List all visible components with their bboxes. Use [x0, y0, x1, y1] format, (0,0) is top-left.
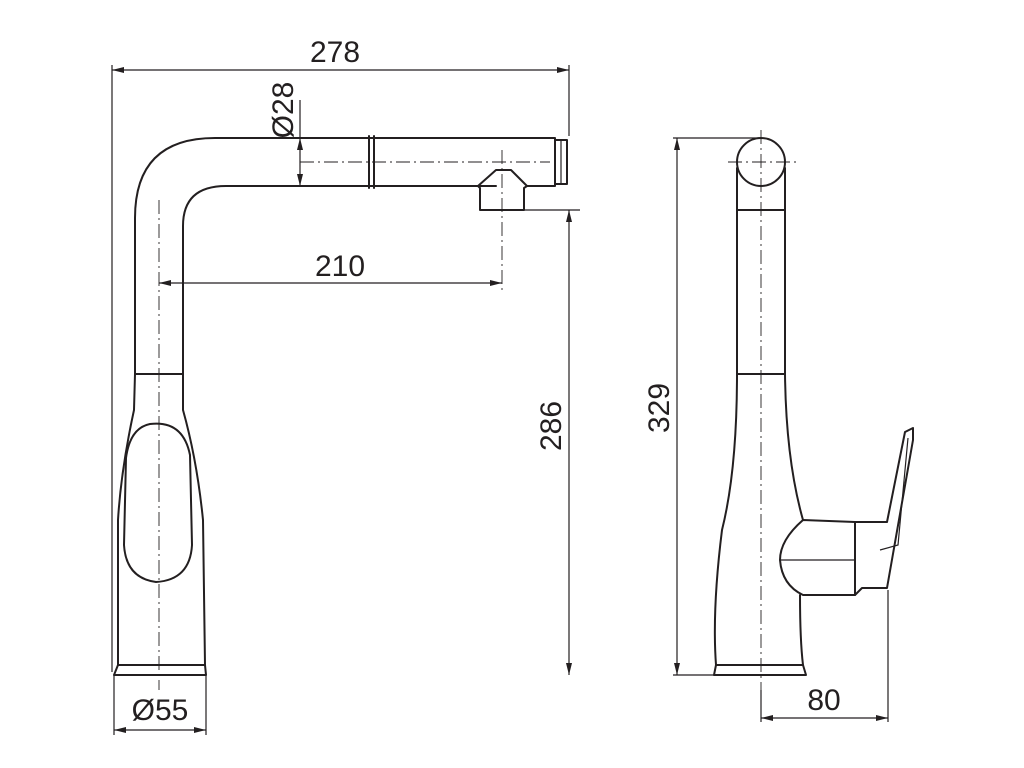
- dim-pipe-diameter: Ø28: [267, 82, 300, 139]
- front-spout-inner: [182, 185, 373, 375]
- side-lever-inner: [879, 437, 909, 551]
- dim-side-depth: 80: [807, 684, 840, 717]
- front-aerator: [477, 169, 528, 211]
- dim-spout-reach: 210: [315, 250, 365, 283]
- front-body-outer: [117, 373, 206, 666]
- dim-total-height: 329: [643, 383, 676, 433]
- front-spout-outer: [134, 137, 373, 375]
- side-cartridge: [779, 519, 856, 596]
- dim-spout-height: 286: [535, 401, 568, 451]
- side-lever: [854, 427, 914, 596]
- dim-overall-width: 278: [310, 36, 360, 69]
- dimension-lines: [111, 65, 889, 735]
- side-view: [713, 130, 914, 690]
- front-lever: [123, 422, 193, 583]
- front-base: [113, 664, 207, 676]
- side-column: [713, 167, 804, 666]
- front-view: [113, 135, 568, 690]
- side-base: [713, 664, 807, 676]
- dim-base-diameter: Ø55: [132, 694, 189, 727]
